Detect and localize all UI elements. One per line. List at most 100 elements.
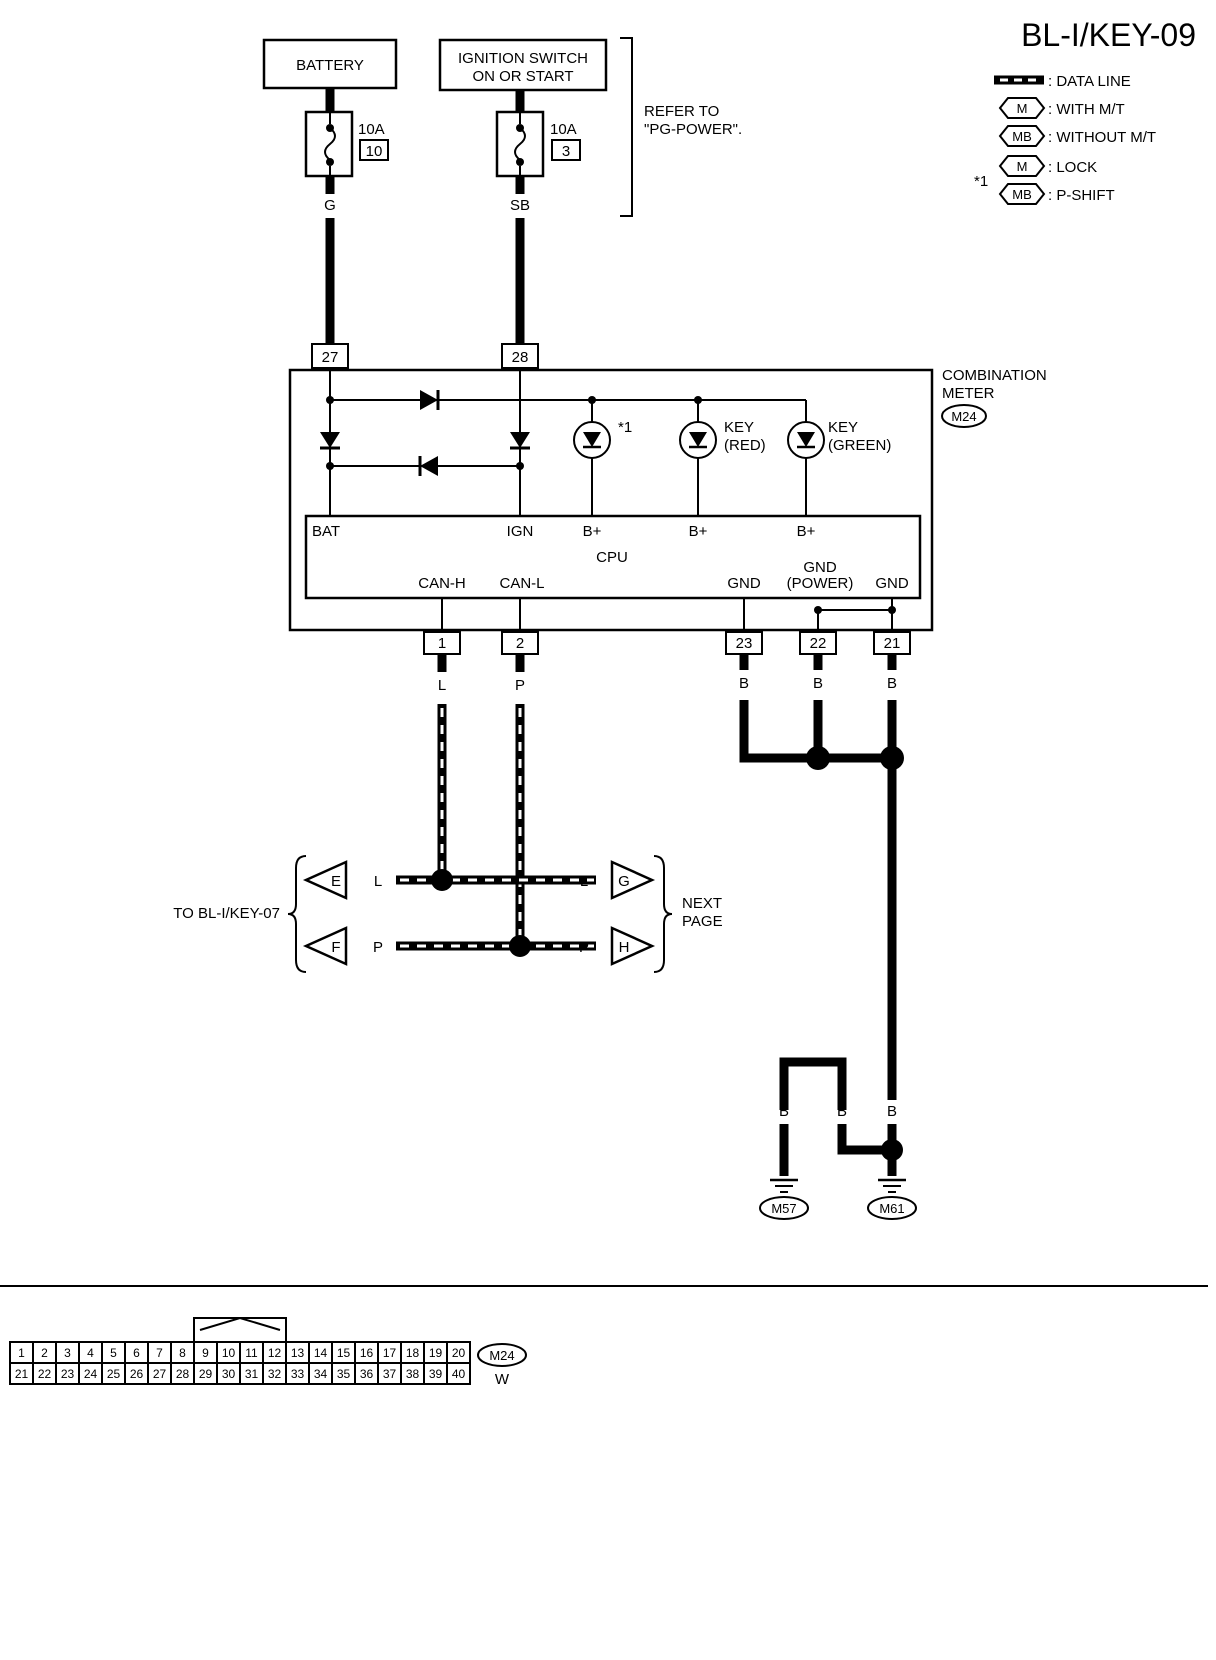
wire-b-21: B (887, 675, 897, 692)
cpu-can-l: CAN-L (499, 575, 544, 592)
fuse2-num: 3 (562, 143, 570, 160)
pin-number: 16 (360, 1346, 374, 1360)
pin-23: 23 (736, 635, 753, 652)
ignition-label-1: IGNITION SWITCH (458, 50, 588, 67)
pin-number: 23 (61, 1367, 75, 1381)
pin-number: 29 (199, 1367, 213, 1381)
pin-number: 30 (222, 1367, 236, 1381)
pin-number: 39 (429, 1367, 443, 1381)
pin-number: 38 (406, 1367, 420, 1381)
pin-number: 21 (15, 1367, 29, 1381)
next-page-1: NEXT (682, 895, 722, 912)
connector-e: E (331, 873, 341, 890)
pin-27: 27 (322, 349, 339, 366)
pin-number: 1 (18, 1346, 25, 1360)
cpu-gnd-1: GND (727, 575, 761, 592)
pin-number: 4 (87, 1346, 94, 1360)
wire-l-left: L (374, 873, 382, 890)
legend-with-mt: : WITH M/T (1048, 101, 1125, 118)
diagram-title: BL-I/KEY-09 (1021, 17, 1196, 53)
key-green-1: KEY (828, 419, 858, 436)
legend-data-line: : DATA LINE (1048, 73, 1131, 90)
legend-star: *1 (974, 173, 988, 190)
fuse2-amp: 10A (550, 121, 577, 138)
pin-number: 13 (291, 1346, 305, 1360)
ground-m57: M57 (771, 1201, 796, 1216)
connector-g: G (618, 873, 630, 890)
cpu-bplus-1: B+ (583, 523, 602, 540)
cpu-label: CPU (596, 549, 628, 566)
cpu-can-h: CAN-H (418, 575, 466, 592)
legend-without-mt: : WITHOUT M/T (1048, 129, 1156, 146)
cpu-gnd-power-1: GND (803, 559, 837, 576)
pin-number: 32 (268, 1367, 282, 1381)
key-red-1: KEY (724, 419, 754, 436)
pin-number: 31 (245, 1367, 259, 1381)
pin-number: 26 (130, 1367, 144, 1381)
pin-number: 34 (314, 1367, 328, 1381)
pin-number: 22 (38, 1367, 52, 1381)
meter-name-2: METER (942, 385, 995, 402)
battery-label: BATTERY (296, 57, 364, 74)
legend-mb-code-2: MB (1012, 187, 1032, 202)
wire-b-m61: B (887, 1103, 897, 1120)
pin-number: 12 (268, 1346, 282, 1360)
pin-number: 20 (452, 1346, 466, 1360)
cpu-gnd-2: GND (875, 575, 909, 592)
pin-number: 2 (41, 1346, 48, 1360)
cpu-bplus-2: B+ (689, 523, 708, 540)
to-key-07: TO BL-I/KEY-07 (173, 905, 280, 922)
key-red-2: (RED) (724, 437, 766, 454)
wire-p-right: P (579, 939, 589, 956)
meter-name-1: COMBINATION (942, 367, 1047, 384)
led-star-label: *1 (618, 419, 632, 436)
legend-m-code-2: M (1017, 159, 1028, 174)
wire-sb-label: SB (510, 197, 530, 214)
cpu-gnd-power-2: (POWER) (787, 575, 854, 592)
legend-lock: : LOCK (1048, 159, 1097, 176)
legend-m-code: M (1017, 101, 1028, 116)
pin-21: 21 (884, 635, 901, 652)
wire-b-m57: B (779, 1103, 789, 1120)
can-lines: L P L L P P E F G H TO BL-I/KEY-07 NEXT … (173, 654, 723, 973)
pin-number: 18 (406, 1346, 420, 1360)
pin-number: 14 (314, 1346, 328, 1360)
pin-number: 6 (133, 1346, 140, 1360)
pin-number: 9 (202, 1346, 209, 1360)
pin-number: 11 (245, 1346, 258, 1360)
pin-number: 36 (360, 1367, 374, 1381)
connector-f: F (331, 939, 340, 956)
key-green-2: (GREEN) (828, 437, 891, 454)
connector-h: H (619, 939, 630, 956)
pin-number: 7 (156, 1346, 163, 1360)
face-code: M24 (489, 1348, 514, 1363)
wire-b-23: B (739, 675, 749, 692)
refer-label-1: REFER TO (644, 103, 719, 120)
wire-l-right: L (580, 873, 588, 890)
legend: : DATA LINE M : WITH M/T MB : WITHOUT M/… (974, 73, 1156, 205)
pin-number: 5 (110, 1346, 117, 1360)
ignition-block: IGNITION SWITCH ON OR START 10A 3 SB (438, 38, 608, 344)
pin-number: 28 (176, 1367, 190, 1381)
battery-block: BATTERY 10A 10 G (262, 38, 398, 344)
wire-b-22: B (813, 675, 823, 692)
face-color: W (495, 1371, 510, 1388)
refer-label-2: "PG-POWER". (644, 121, 742, 138)
legend-p-shift: : P-SHIFT (1048, 187, 1115, 204)
pin-cell (446, 1362, 471, 1385)
wire-g-label: G (324, 197, 336, 214)
ignition-label-2: ON OR START (472, 68, 573, 85)
cpu-bat: BAT (312, 523, 340, 540)
pin-number: 17 (383, 1346, 397, 1360)
refer-bracket: REFER TO "PG-POWER". (620, 37, 742, 217)
pin-28: 28 (512, 349, 529, 366)
legend-mb-code: MB (1012, 129, 1032, 144)
wire-p-label: P (515, 677, 525, 694)
pin-number: 15 (337, 1346, 351, 1360)
pin-number: 24 (84, 1367, 98, 1381)
ground-m61: M61 (879, 1201, 904, 1216)
meter-connector: M24 (951, 409, 976, 424)
pin-number: 37 (383, 1367, 397, 1381)
